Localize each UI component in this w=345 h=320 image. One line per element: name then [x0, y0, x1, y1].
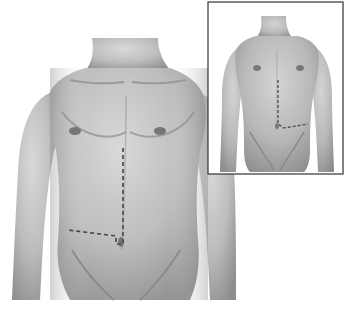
main-left-nipple	[69, 127, 81, 135]
inset-panel	[208, 2, 343, 174]
main-right-nipple	[154, 127, 166, 135]
main-neck	[86, 38, 170, 70]
main-torso	[12, 38, 236, 300]
